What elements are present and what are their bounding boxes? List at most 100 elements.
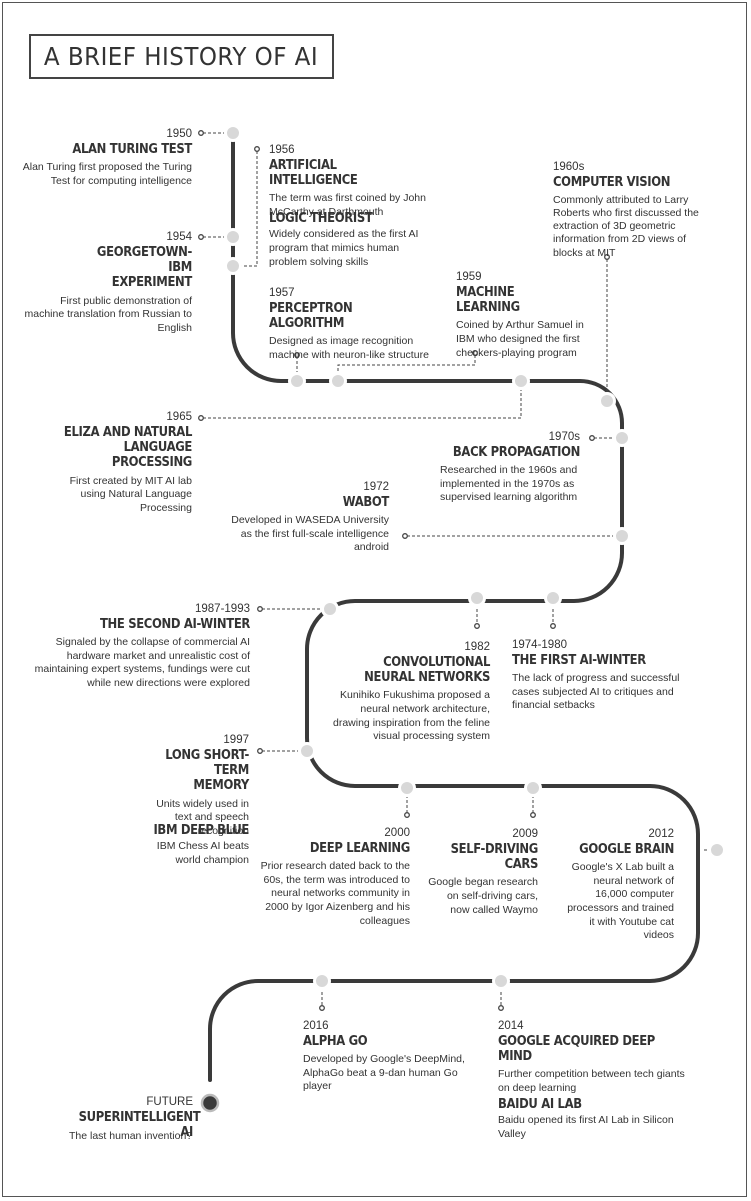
event-description: Kunihiko Fukushima proposed a neural net…: [333, 689, 490, 743]
event-baidu: BAIDU AI LAB Baidu opened its first AI L…: [498, 1096, 698, 1142]
event-heading: CONVOLUTIONAL NEURAL NETWORKS: [364, 653, 490, 686]
event-brain: 2012 GOOGLE BRAIN Google's X Lab built a…: [560, 828, 674, 943]
event-cv: 1960s COMPUTER VISION Commonly attribute…: [553, 161, 715, 260]
trail-dot: [208, 1040, 212, 1044]
event-year: 1997: [223, 734, 249, 746]
event-eliza: 1965 ELIZA AND NATURAL LANGUAGE PROCESSI…: [20, 411, 192, 515]
event-logic: LOGIC THEORIST Widely considered as the …: [269, 210, 429, 269]
event-year: 1957: [269, 287, 295, 299]
dot-dl: [404, 812, 410, 818]
dot-ai: [254, 146, 260, 152]
event-description: Designed as image recognition machine wi…: [269, 335, 429, 361]
node-wabot: [613, 527, 631, 545]
event-year: 1960s: [553, 161, 585, 173]
node-winter2: [321, 600, 339, 618]
event-description: Google's X Lab built a neural network of…: [567, 861, 674, 942]
event-year: 1959: [456, 271, 482, 283]
dot-ml: [472, 350, 478, 356]
event-description: Developed in WASEDA University as the fi…: [231, 514, 389, 554]
event-description: Widely considered as the first AI progra…: [269, 228, 419, 268]
dot-winter1: [550, 623, 556, 629]
event-year: 1956: [269, 144, 295, 156]
event-year: 1965: [166, 411, 192, 423]
node-ml: [329, 372, 347, 390]
event-description: IBM Chess AI beats world champion: [156, 840, 249, 866]
dot-georgetown: [198, 234, 204, 240]
event-heading: GEORGETOWN-IBM EXPERIMENT: [96, 243, 192, 291]
event-georgetown: 1954 GEORGETOWN-IBM EXPERIMENT First pub…: [20, 231, 193, 335]
dot-alphago: [319, 1005, 325, 1011]
dot-backprop: [589, 435, 595, 441]
event-heading: LONG SHORT-TERM MEMORY: [165, 746, 249, 794]
event-year: 2009: [512, 828, 538, 840]
event-description: Coined by Arthur Samuel in IBM who desig…: [456, 319, 584, 359]
event-winter1: 1974-1980 THE FIRST AI-WINTER The lack o…: [512, 639, 692, 713]
connector-ai: [239, 151, 258, 267]
dot-wabot: [402, 533, 408, 539]
event-winter2: 1987-1993 THE SECOND AI-WINTER Signaled …: [20, 603, 251, 691]
event-year: 1982: [464, 641, 490, 653]
event-heading: THE FIRST AI-WINTER: [512, 651, 646, 668]
dot-sdc: [530, 812, 536, 818]
event-heading: BAIDU AI LAB: [498, 1096, 582, 1112]
node-brain: [708, 841, 726, 859]
event-year: 1974-1980: [512, 639, 567, 651]
event-heading: ELIZA AND NATURAL LANGUAGE PROCESSING: [63, 423, 192, 471]
event-description: First created by MIT AI lab using Natura…: [69, 474, 192, 514]
node-dl: [398, 779, 416, 797]
event-heading: MACHINE LEARNING: [456, 283, 520, 316]
connector-eliza: [203, 387, 522, 419]
page-title: A BRIEF HISTORY OF AI: [44, 42, 319, 71]
event-year: 2016: [303, 1020, 329, 1032]
node-deepmind: [492, 972, 510, 990]
event-year: 1954: [166, 231, 192, 243]
event-description: Baidu opened its first AI Lab in Silicon…: [498, 1114, 674, 1140]
dot-winter2: [257, 606, 263, 612]
event-description: Prior research dated back to the 60s, th…: [260, 860, 410, 927]
trail-dot: [208, 1050, 212, 1054]
event-year: 1972: [363, 481, 389, 493]
event-deepmind: 2014 GOOGLE ACQUIRED DEEP MIND Further c…: [498, 1020, 708, 1096]
event-lstm: 1997 LONG SHORT-TERM MEMORY Units widely…: [100, 734, 249, 838]
node-perceptron: [288, 372, 306, 390]
trail-dot: [208, 1070, 212, 1074]
event-year: 1987-1993: [195, 603, 250, 615]
event-heading: PERCEPTRON ALGORITHM: [269, 299, 353, 332]
node-eliza: [512, 372, 530, 390]
event-future: FUTURE SUPERINTELLIGENT AI: [60, 1096, 201, 1140]
timeline-path: [208, 131, 700, 1082]
node-turing: [224, 124, 242, 142]
event-year: FUTURE: [146, 1096, 193, 1108]
event-heading: GOOGLE ACQUIRED DEEP MIND: [498, 1032, 655, 1065]
event-year: 2012: [648, 828, 674, 840]
event-description: The last human invention?: [69, 1130, 193, 1142]
event-ml: 1959 MACHINE LEARNING Coined by Arthur S…: [456, 271, 596, 360]
event-heading: ALPHA GO: [303, 1032, 368, 1049]
dot-cv: [604, 254, 610, 260]
event-description: Google began research on self-driving ca…: [428, 876, 538, 916]
trail-dot: [208, 1060, 212, 1064]
node-georgetown: [224, 228, 242, 246]
event-year: 2014: [498, 1020, 524, 1032]
event-dl: 2000 DEEP LEARNING Prior research dated …: [258, 827, 411, 928]
event-alphago: 2016 ALPHA GO Developed by Google's Deep…: [303, 1020, 481, 1094]
node-winter1: [544, 589, 562, 607]
event-description: First public demonstration of machine tr…: [24, 294, 193, 334]
event-sdc: 2009 SELF-DRIVING CARS Google began rese…: [420, 828, 538, 917]
event-year: 2000: [384, 827, 410, 839]
event-year: 1970s: [548, 431, 580, 443]
event-heading: IBM DEEP BLUE: [153, 822, 249, 838]
event-description: Units widely used in text and speech rec…: [156, 797, 249, 837]
event-description: The term was first coined by John McCart…: [269, 192, 426, 218]
event-description: Researched in the 1960s and implemented …: [440, 464, 578, 504]
event-description: Further competition between tech giants …: [498, 1068, 685, 1094]
event-heading: BACK PROPAGATION: [452, 443, 580, 460]
event-heading: COMPUTER VISION: [553, 173, 671, 190]
event-year: 1950: [166, 128, 192, 140]
event-heading: DEEP LEARNING: [309, 839, 410, 856]
node-backprop: [613, 429, 631, 447]
event-heading: LOGIC THEORIST: [269, 210, 373, 226]
